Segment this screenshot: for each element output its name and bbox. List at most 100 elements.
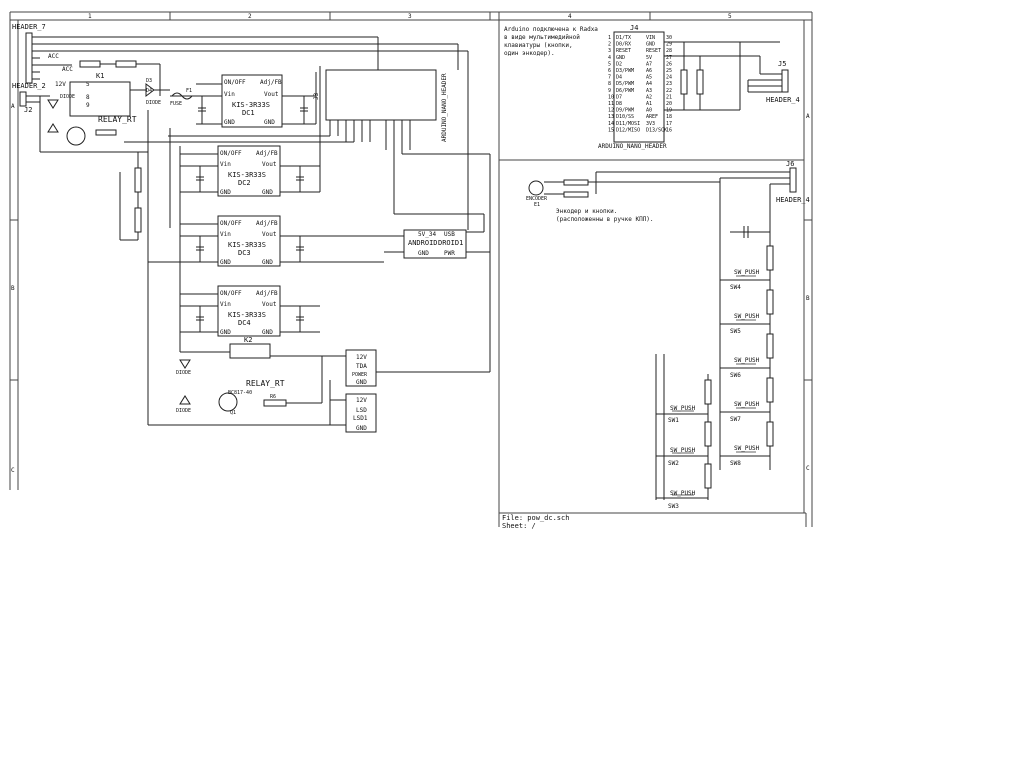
nano-pin-number: 17 — [666, 121, 672, 127]
button-sw5: SW_PUSH SW5 — [720, 289, 774, 335]
bc817-label: BC817-40 — [228, 390, 252, 396]
nano-pin-number: 15 — [608, 127, 614, 133]
nano-pin-right: AREF — [646, 114, 658, 120]
svg-text:GND: GND — [418, 250, 429, 257]
button-sw8: SW_PUSH SW8 — [720, 421, 774, 467]
android-module: 5V_34 USB ANDROID DROID1 GND PWR — [384, 229, 490, 259]
col-label-3: 3 — [408, 13, 412, 20]
svg-text:LSD1: LSD1 — [353, 415, 368, 422]
dc2-part: KIS-3R33S — [228, 171, 266, 179]
acc-label: ACC — [48, 53, 59, 60]
droid-ref: DROID1 — [438, 239, 463, 247]
svg-text:12V: 12V — [356, 354, 367, 361]
sheet-dividers — [498, 12, 807, 527]
row-label-a-right: A — [806, 113, 810, 120]
svg-text:Adj/FB: Adj/FB — [256, 220, 278, 227]
nano-pin-right: D13/SCK — [646, 127, 667, 133]
svg-text:POWER: POWER — [352, 372, 368, 378]
nano-pin-number: 12 — [608, 108, 614, 114]
diode-label-4: DIODE — [176, 408, 191, 414]
nano-pin-left: D3/PWM — [616, 68, 634, 74]
col-label-1: 1 — [88, 13, 92, 20]
k1-pin5: 5 — [86, 81, 90, 88]
nano-pin-number: 21 — [666, 94, 672, 100]
lsd-module: 12V LSD LSD1 GND — [329, 380, 377, 433]
svg-text:GND: GND — [224, 119, 235, 126]
dc-converter-1: ON/OFF Adj/FB Vin Vout KIS-3R33S DC1 GND… — [196, 74, 316, 128]
row-label-c-right: C — [806, 465, 810, 472]
nano-pin-number: 20 — [666, 101, 672, 107]
radxa-note: Arduino подключена к Radxa в виде мульти… — [504, 26, 598, 57]
buttons-right-column: SW_PUSH SW4 SW_PUSH SW5 SW_PUSH SW6 SW_P… — [720, 245, 774, 467]
dc-converter-4: ON/OFF Adj/FB Vin Vout KIS-3R33S DC4 GND… — [180, 285, 320, 337]
j2-label: J2 — [24, 106, 32, 114]
nano-pin-left: D1/TX — [616, 35, 631, 41]
svg-text:LSD: LSD — [356, 407, 367, 414]
svg-text:Adj/FB: Adj/FB — [256, 150, 278, 157]
button-sw3: SW_PUSH SW3 — [656, 463, 712, 510]
svg-text:SW2: SW2 — [668, 460, 679, 467]
button-sw7: SW_PUSH SW7 — [720, 377, 774, 423]
nano-pin-number: 16 — [666, 127, 672, 133]
svg-text:ON/OFF: ON/OFF — [220, 290, 242, 297]
nano-pin-number: 22 — [666, 88, 672, 94]
acc-label-2: ACC — [62, 66, 73, 73]
nano-pin-number: 7 — [608, 75, 611, 81]
svg-text:GND: GND — [220, 259, 231, 266]
nano-pin-number: 5 — [608, 61, 611, 67]
nano-pin-number: 4 — [608, 55, 611, 61]
dc-converter-3: ON/OFF Adj/FB Vin Vout KIS-3R33S DC3 GND… — [180, 215, 404, 267]
d4-label: D4 — [146, 88, 152, 94]
nano-pin-right: A7 — [646, 61, 652, 67]
diode-label-2: DIODE — [60, 94, 75, 100]
title-file: File: pow_dc.sch — [502, 514, 569, 522]
nano-pin-number: 8 — [608, 81, 611, 87]
nano-pin-number: 19 — [666, 108, 672, 114]
nano-pin-number: 3 — [608, 48, 611, 54]
svg-text:12V: 12V — [356, 397, 367, 404]
svg-text:Adj/FB: Adj/FB — [260, 79, 282, 86]
svg-text:SW_PUSH: SW_PUSH — [734, 445, 760, 452]
e1-label: E1 — [534, 202, 540, 208]
nano-pin-number: 26 — [666, 61, 672, 67]
encoder-note-1: Энкодер и кнопки. — [556, 208, 617, 215]
dc1-ref: DC1 — [242, 109, 255, 117]
nano-pin-number: 6 — [608, 68, 611, 74]
encoder-note-2: (расположенны в ручке КПП). — [556, 216, 654, 223]
q1-label: Q1 — [230, 410, 236, 416]
svg-text:SW_PUSH: SW_PUSH — [734, 313, 760, 320]
svg-text:SW_PUSH: SW_PUSH — [670, 405, 696, 412]
svg-text:Vout: Vout — [262, 161, 277, 168]
nano-pin-right: VIN — [646, 35, 655, 41]
svg-text:GND: GND — [220, 189, 231, 196]
svg-text:GND: GND — [220, 329, 231, 336]
svg-text:ON/OFF: ON/OFF — [224, 79, 246, 86]
nano-pin-number: 10 — [608, 94, 614, 100]
nano-pin-left: D2 — [616, 61, 622, 67]
note-line-2: в виде мультимедийной — [504, 34, 580, 41]
svg-text:GND: GND — [262, 189, 273, 196]
header7-label: HEADER_7 — [12, 23, 46, 31]
fuse-label: FUSE — [170, 101, 182, 107]
svg-text:Vin: Vin — [220, 231, 231, 238]
nano-pin-left: D9/PWM — [616, 108, 634, 114]
row-label-c: C — [11, 467, 15, 474]
nano-pin-left: D0/RX — [616, 42, 631, 48]
nano-pin-left: RESET — [616, 48, 631, 54]
nano-pin-right: A0 — [646, 108, 652, 114]
j5-header-label: HEADER_4 — [766, 96, 800, 104]
svg-text:Vin: Vin — [220, 301, 231, 308]
dc4-part: KIS-3R33S — [228, 311, 266, 319]
nano-pin-right: A2 — [646, 94, 652, 100]
header7-connector: HEADER_7 — [12, 23, 468, 84]
nano-pin-right: GND — [646, 42, 655, 48]
k1-pin8: 8 — [86, 94, 90, 101]
nano-pin-number: 25 — [666, 68, 672, 74]
nano-pin-number: 28 — [666, 48, 672, 54]
relay-k2: K2 DIODE RELAY_RT DIODE BC817-40 Q1 R6 — [176, 336, 346, 416]
nano-header-j3: J3 ARDUINO_NANO_HEADER — [124, 37, 491, 372]
power-buses — [119, 66, 330, 426]
header-j5: J5 HEADER_4 — [747, 56, 800, 104]
